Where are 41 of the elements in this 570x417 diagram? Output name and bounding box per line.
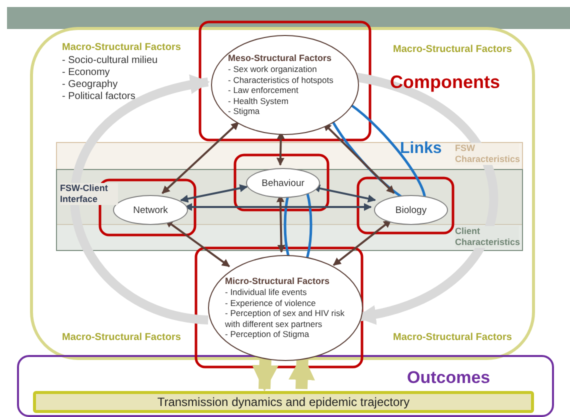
band-label: Client Characteristics [455, 226, 519, 248]
band-label: FSW-Client Interface [60, 183, 118, 205]
ellipse-label: Behaviour [262, 178, 304, 188]
list-item: - Economy [62, 67, 111, 79]
list-item: - Individual life events [225, 287, 307, 298]
list-item: - Socio-cultural milieu [62, 55, 159, 67]
list-item: - Sex work organization [228, 64, 317, 75]
section-heading: Macro-Structural Factors [62, 332, 181, 343]
factor-ellipse [208, 255, 363, 361]
list-item: - Political factors [62, 91, 136, 103]
section-heading: Macro-Structural Factors [62, 42, 181, 53]
band-label: FSW Characteristics [455, 143, 519, 165]
list-item: - Characteristics of hotspots [228, 74, 334, 86]
bar-label: Transmission dynamics and epidemic trajectory [157, 395, 410, 409]
rounded-frame [30, 27, 535, 360]
arrow [162, 122, 240, 194]
legend-heading: Components [390, 72, 500, 93]
factor-ellipse [246, 168, 320, 198]
arrow [322, 122, 395, 194]
factor-ellipse [113, 195, 188, 225]
arrow [180, 184, 248, 203]
ellipse-heading: Micro-Structural Factors [225, 276, 330, 288]
list-item: - Health System [228, 96, 288, 106]
section-heading: Macro-Structural Factors [393, 44, 512, 55]
factor-ellipse [374, 195, 448, 225]
list-item: - Perception of Stigma [225, 329, 310, 340]
arrow [332, 220, 392, 266]
section-heading: Macro-Structural Factors [393, 332, 512, 343]
ellipse-label: Network [133, 204, 168, 216]
outcomes-frame [17, 355, 554, 417]
arrow [70, 76, 210, 324]
list-item: - Law enforcement [228, 85, 298, 96]
legend-heading: Links [400, 140, 442, 158]
list-item: - Stigma [228, 106, 260, 117]
list-item: - Perception of sex and HIV risk with different sex partners [225, 308, 346, 330]
outcome-bar [33, 391, 534, 413]
ellipse-label: Biology [395, 204, 427, 216]
list-item: - Geography [62, 79, 119, 91]
ellipse-heading: Meso-Structural Factors [228, 53, 332, 64]
section-heading: Outcomes [407, 368, 490, 388]
list-item: - Experience of violence [225, 298, 316, 308]
